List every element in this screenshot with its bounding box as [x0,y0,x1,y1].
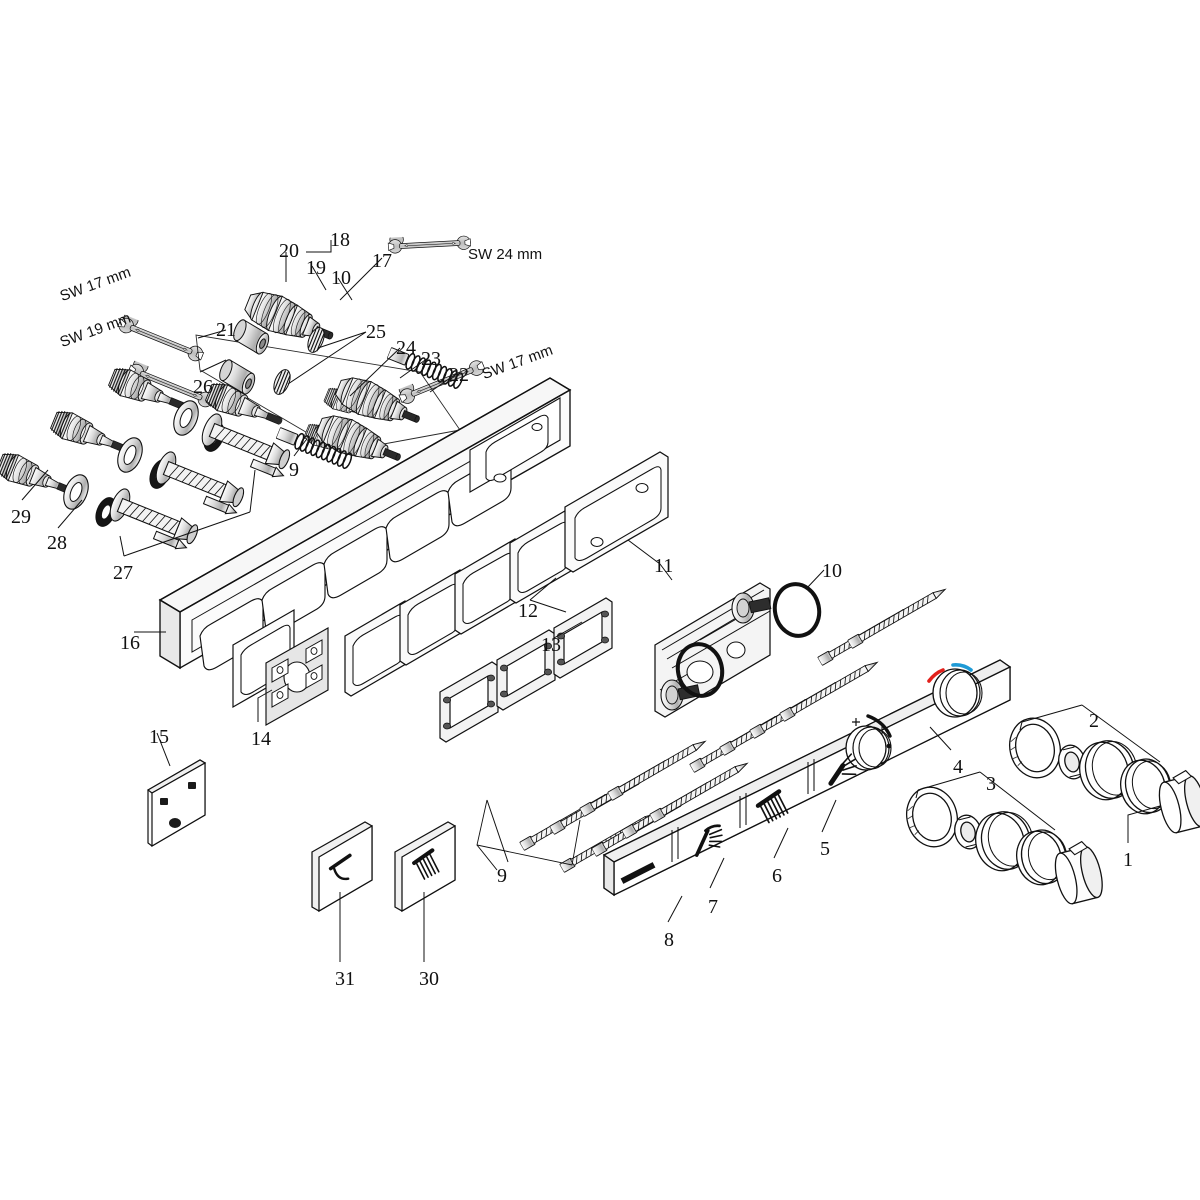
escutcheon-frames-12-13 [344,451,669,697]
rain-shower-icon [412,848,440,880]
part-number-19: 19 [306,257,326,279]
part-number-25: 25 [366,321,386,343]
part-number-30: 30 [419,968,439,990]
cover-panel-15 [146,759,207,848]
part-number-13: 13 [541,634,561,656]
part-number-8: 8 [664,929,674,951]
button-plate-31 [311,821,373,913]
valve-inserts-group [219,319,270,395]
temperature-indicator [927,663,973,683]
handle-ring-assembly-2 [1009,717,1200,834]
part-number-24: 24 [396,337,416,359]
part-number-11: 11 [654,555,674,577]
part-number-12: 12 [518,600,538,622]
part-number-4: 4 [953,756,963,778]
part-number-2: 2 [1089,710,1099,732]
filter-screen-25 [273,327,325,395]
part-number-5: 5 [820,838,830,860]
tool-label-sw24: SW 24 mm [468,246,543,263]
sealing-gasket-14b [265,627,329,726]
part-number-10: 10 [822,560,842,582]
part-number-20: 20 [279,240,299,262]
part-number-14: 14 [251,728,271,750]
part-number-29: 29 [11,506,31,528]
hand-shower-icon [694,824,723,857]
body-spray-icon [828,753,857,786]
part-number-15: 15 [149,726,169,748]
wrench-sw24 [387,233,472,254]
part-number-3: 3 [986,773,996,795]
part-number-1: 1 [1123,849,1133,871]
leader-lines [21,240,1161,962]
part-number-17: 17 [372,250,392,272]
part-number-9b: 9 [289,459,299,481]
group-bracket-21 [195,334,461,453]
plate-icons [620,753,857,884]
button-plate-30 [394,821,456,913]
mounting-rail-frame-16 [158,377,572,671]
slot-blank-icon [620,862,656,884]
part-number-18: 18 [330,229,350,251]
part-number-6: 6 [772,865,782,887]
part-number-10b: 10 [331,267,351,289]
handle-ring-assembly-3 [906,786,1103,905]
part-number-7: 7 [708,896,718,918]
part-number-16: 16 [120,632,140,654]
rain-shower-icon [755,789,789,824]
part-number-31: 31 [335,968,355,990]
part-number-21: 21 [216,319,236,341]
part-number-27: 27 [113,562,133,584]
part-number-28: 28 [47,532,67,554]
mounting-frames-13 [439,597,613,743]
part-number-26: 26 [193,376,213,398]
part-number-23: 23 [421,348,441,370]
mounting-screw-set-9 [476,584,948,874]
o-ring-10 [675,582,822,698]
bolt-set-27 [109,413,291,550]
spout-icon [328,853,352,881]
part-number-9: 9 [497,865,507,887]
part-number-22: 22 [449,364,469,386]
